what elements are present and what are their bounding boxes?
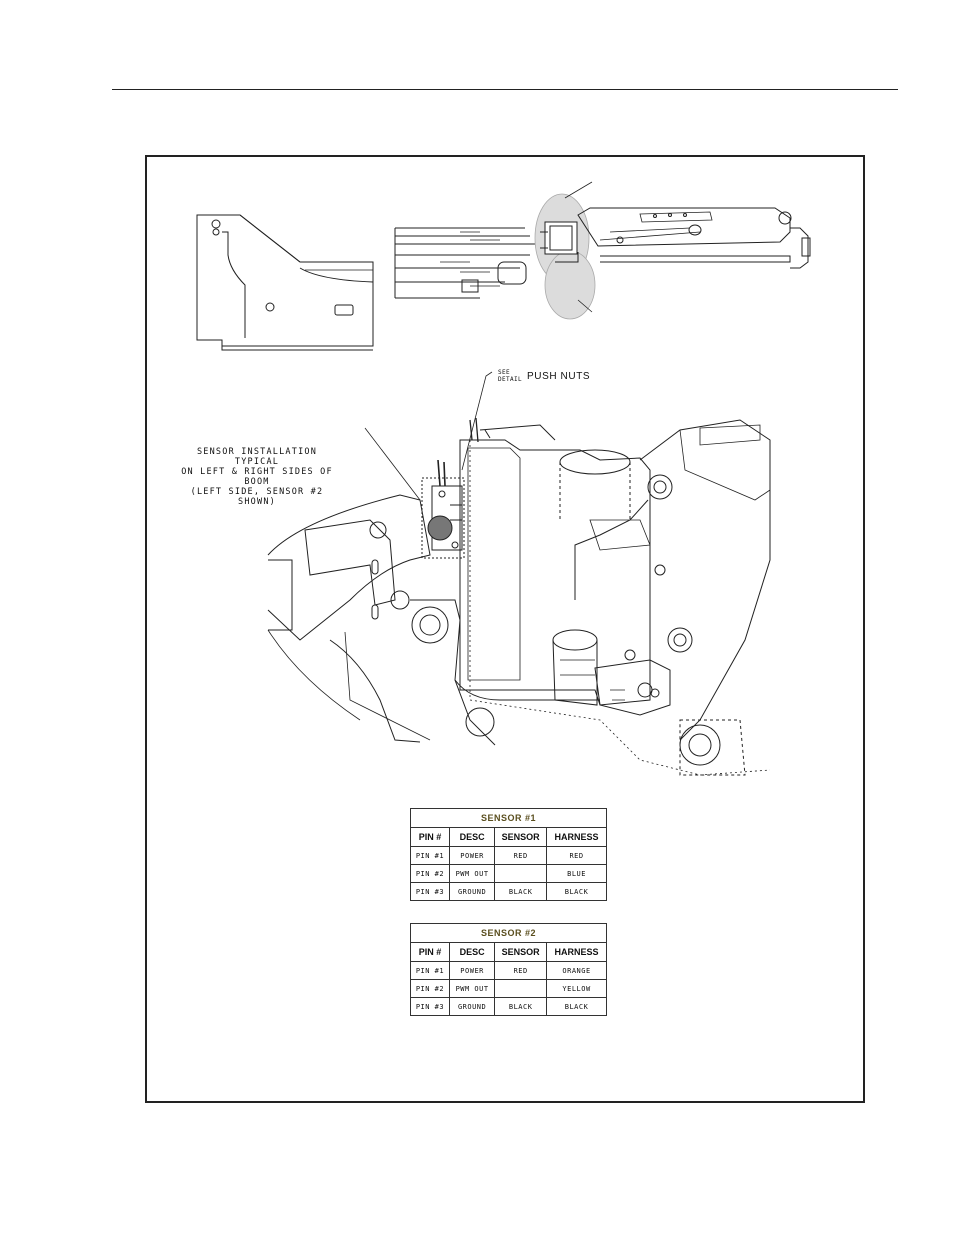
header-rule bbox=[112, 89, 898, 90]
table-row: PIN #2 PWM OUT YELLOW bbox=[410, 979, 607, 998]
table-row: PIN #3 GROUND BLACK BLACK bbox=[410, 882, 607, 901]
table-title: SENSOR #2 bbox=[410, 923, 607, 943]
column-header: HARNESS bbox=[546, 827, 607, 847]
boom-overview-view bbox=[196, 181, 811, 351]
sensor-1-pin-table: SENSOR #1 PIN # DESC SENSOR HARNESS PIN … bbox=[410, 808, 607, 901]
table-cell: BLUE bbox=[546, 864, 607, 883]
table-cell: GROUND bbox=[448, 997, 496, 1016]
column-header: PIN # bbox=[410, 942, 450, 962]
table-cell: RED bbox=[546, 846, 607, 865]
table-cell: PWM OUT bbox=[448, 979, 496, 998]
table-row: PIN #3 GROUND BLACK BLACK bbox=[410, 997, 607, 1016]
see-detail-callout: SEE DETAIL bbox=[498, 369, 522, 383]
sensor-2-pin-table: SENSOR #2 PIN # DESC SENSOR HARNESS PIN … bbox=[410, 923, 607, 1016]
callout-line: SEE bbox=[498, 369, 511, 376]
table-cell: PIN #1 bbox=[410, 961, 450, 980]
table-cell bbox=[494, 979, 548, 998]
table-cell: BLACK bbox=[494, 997, 548, 1016]
table-title: SENSOR #1 bbox=[410, 808, 607, 828]
table-cell: PIN #1 bbox=[410, 846, 450, 865]
callout-line: (LEFT SIDE, SENSOR #2 SHOWN) bbox=[190, 487, 324, 507]
table-row: PIN #2 PWM OUT BLUE bbox=[410, 864, 607, 883]
column-header: HARNESS bbox=[546, 942, 607, 962]
callout-line: DETAIL bbox=[498, 376, 523, 383]
push-nuts-callout: PUSH NUTS bbox=[527, 371, 591, 382]
callout-line: SENSOR INSTALLATION TYPICAL bbox=[196, 447, 318, 467]
table-row: PIN #1 POWER RED RED bbox=[410, 846, 607, 865]
column-header: DESC bbox=[448, 942, 496, 962]
table-cell: BLACK bbox=[494, 882, 548, 901]
column-header: DESC bbox=[448, 827, 496, 847]
column-header: PIN # bbox=[410, 827, 450, 847]
table-cell: PWM OUT bbox=[448, 864, 496, 883]
table-cell: GROUND bbox=[448, 882, 496, 901]
column-header: SENSOR bbox=[494, 827, 548, 847]
table-cell: PIN #2 bbox=[410, 864, 450, 883]
table-cell: RED bbox=[494, 846, 548, 865]
boom-pivot-detail-view bbox=[267, 371, 771, 776]
sensor-installation-callout: SENSOR INSTALLATION TYPICAL ON LEFT & RI… bbox=[172, 447, 342, 507]
table-cell: RED bbox=[494, 961, 548, 980]
table-row: PIN #1 POWER RED ORANGE bbox=[410, 961, 607, 980]
table-cell: BLACK bbox=[546, 997, 607, 1016]
table-cell: POWER bbox=[448, 961, 496, 980]
table-cell: YELLOW bbox=[546, 979, 607, 998]
table-cell bbox=[494, 864, 548, 883]
column-header: SENSOR bbox=[494, 942, 548, 962]
table-cell: ORANGE bbox=[546, 961, 607, 980]
table-cell: POWER bbox=[448, 846, 496, 865]
callout-line: ON LEFT & RIGHT SIDES OF BOOM bbox=[181, 467, 333, 487]
table-cell: BLACK bbox=[546, 882, 607, 901]
table-cell: PIN #3 bbox=[410, 997, 450, 1016]
table-cell: PIN #2 bbox=[410, 979, 450, 998]
figure-frame bbox=[145, 155, 865, 1103]
table-cell: PIN #3 bbox=[410, 882, 450, 901]
